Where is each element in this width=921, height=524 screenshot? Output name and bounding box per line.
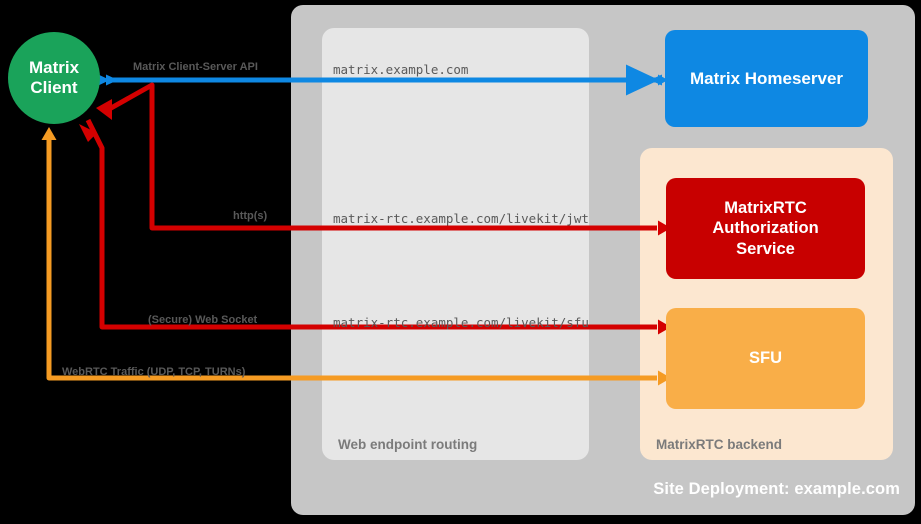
site-deployment-label: Site Deployment: example.com	[653, 480, 900, 498]
node-matrixrtc-authorization-service-label: MatrixRTC Authorization Service	[712, 198, 819, 258]
edge-webrtc-traffic	[41, 127, 671, 386]
endpoint-url-livekit-jwt: matrix-rtc.example.com/livekit/jwt	[333, 211, 589, 226]
edge-label-secure-web-socket: (Secure) Web Socket	[148, 314, 258, 326]
edge-secure-web-socket	[79, 118, 671, 335]
edge-client-server-api	[77, 64, 668, 96]
edge-label-https: http(s)	[233, 210, 268, 222]
node-matrixrtc-authorization-service[interactable]: MatrixRTC Authorization Service	[666, 178, 865, 279]
web-endpoint-routing-label: Web endpoint routing	[338, 437, 478, 452]
edge-label-webrtc-traffic: WebRTC Traffic (UDP, TCP, TURNs)	[62, 366, 246, 378]
node-matrix-homeserver-label: Matrix Homeserver	[689, 68, 844, 88]
node-sfu-label: SFU	[749, 349, 782, 367]
endpoint-url-matrix: matrix.example.com	[333, 62, 469, 77]
web-endpoint-routing-panel	[322, 28, 589, 460]
endpoint-url-livekit-sfu: matrix-rtc.example.com/livekit/sfu	[333, 315, 589, 330]
node-matrix-homeserver[interactable]: Matrix Homeserver	[665, 30, 868, 127]
edge-https-jwt	[96, 82, 671, 236]
node-matrix-client[interactable]: Matrix Client	[8, 32, 100, 124]
edge-label-client-server-api: Matrix Client-Server API	[133, 61, 258, 73]
node-matrix-client-label: Matrix Client	[28, 58, 80, 97]
node-sfu[interactable]: SFU	[666, 308, 865, 409]
matrixrtc-backend-label: MatrixRTC backend	[656, 437, 783, 452]
